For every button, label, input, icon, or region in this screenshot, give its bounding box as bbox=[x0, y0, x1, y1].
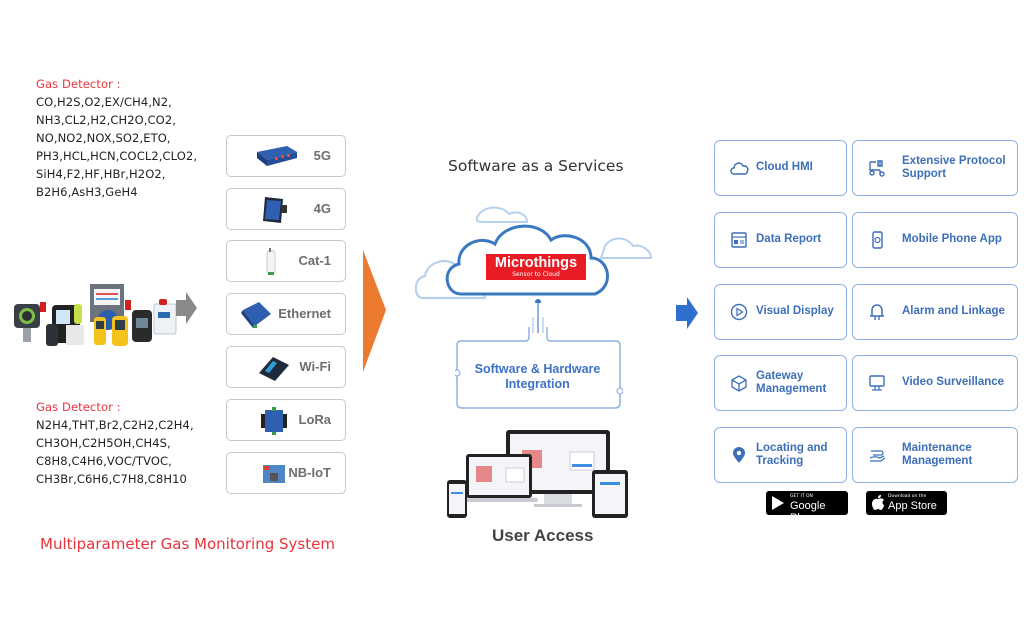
connectivity-label: 5G bbox=[313, 148, 331, 163]
gas-detector-title: Gas Detector : bbox=[36, 77, 121, 91]
gas-detector-title: Gas Detector : bbox=[36, 400, 121, 414]
gas-line: CO,H2S,O2,EX/CH4,N2, bbox=[36, 95, 172, 109]
blue-arrow-icon bbox=[676, 297, 698, 329]
cloud-icon bbox=[415, 206, 653, 303]
user-access-label: User Access bbox=[492, 526, 594, 545]
connectivity-label: Wi-Fi bbox=[299, 359, 331, 374]
google-play-text: Google Play bbox=[790, 500, 826, 524]
nbiot-module-icon bbox=[263, 465, 285, 483]
gas-line: PH3,HCL,HCN,COCL2,CLO2, bbox=[36, 149, 198, 163]
feature-alarm-linkage: Alarm and Linkage bbox=[852, 284, 1018, 340]
feature-data-report: Data Report bbox=[714, 212, 847, 268]
feature-label: Alarm and Linkage bbox=[902, 305, 1005, 317]
box-icon bbox=[731, 375, 747, 392]
hand-service-icon bbox=[869, 450, 886, 462]
monitor-icon bbox=[869, 375, 885, 391]
feature-video-surveillance: Video Surveillance bbox=[852, 355, 1018, 411]
orange-arrow-icon bbox=[363, 250, 386, 372]
connectivity-cat1: Cat-1 bbox=[226, 240, 346, 282]
google-play-icon bbox=[772, 496, 784, 510]
protocol-icon bbox=[869, 160, 885, 177]
connectivity-label: LoRa bbox=[298, 412, 332, 427]
gas-detector-list-1: Gas Detector : CO,H2S,O2,EX/CH4,N2, NH3,… bbox=[36, 75, 197, 201]
gas-line: N2H4,THT,Br2,C2H2,C2H4, bbox=[36, 418, 194, 432]
gas-detectors-image bbox=[14, 284, 177, 346]
app-store-small-text: Download on the bbox=[888, 494, 927, 499]
gas-line: SiH4,F2,HF,HBr,H2O2, bbox=[36, 167, 166, 181]
feature-label: Mobile Phone App bbox=[902, 233, 1002, 245]
gas-line: CH3OH,C2H5OH,CH4S, bbox=[36, 436, 171, 450]
connectivity-label: 4G bbox=[313, 201, 331, 216]
4g-gateway-icon bbox=[263, 197, 287, 223]
integration-connector bbox=[455, 303, 623, 409]
gas-line: NO,NO2,NOX,SO2,ETO, bbox=[36, 131, 171, 145]
lora-gateway-icon bbox=[261, 407, 287, 435]
feature-cloud-hmi: Cloud HMI bbox=[714, 140, 847, 196]
feature-label: Cloud HMI bbox=[756, 161, 813, 173]
connectivity-label: NB-IoT bbox=[288, 465, 331, 480]
saas-title: Software as a Services bbox=[448, 157, 624, 175]
play-circle-icon bbox=[730, 303, 748, 321]
app-store-badge[interactable]: Download on the App Store bbox=[866, 491, 947, 515]
google-play-small-text: GET IT ON bbox=[790, 494, 813, 499]
ethernet-gateway-icon bbox=[241, 302, 271, 328]
connectivity-lora: LoRa bbox=[226, 399, 346, 441]
mobile-phone-icon bbox=[872, 231, 883, 249]
gas-line: B2H6,AsH3,GeH4 bbox=[36, 185, 138, 199]
brand-tagline: Sensor to Cloud bbox=[512, 271, 560, 278]
devices-illustration bbox=[447, 430, 628, 518]
feature-label: Visual Display bbox=[756, 305, 834, 317]
report-icon bbox=[731, 232, 747, 248]
brand-name: Microthings bbox=[494, 255, 578, 271]
location-pin-icon bbox=[733, 447, 745, 463]
cloud-icon bbox=[730, 162, 749, 175]
microthings-logo: Microthings Sensor to Cloud bbox=[486, 254, 586, 280]
connectivity-5g: 5G bbox=[226, 135, 346, 177]
gas-line: NH3,CL2,H2,CH2O,CO2, bbox=[36, 113, 177, 127]
connectivity-wifi: Wi-Fi bbox=[226, 346, 346, 388]
connectivity-label: Cat-1 bbox=[298, 253, 331, 268]
gray-arrow-icon bbox=[176, 292, 197, 324]
connectivity-4g: 4G bbox=[226, 188, 346, 230]
google-play-badge[interactable]: GET IT ON Google Play bbox=[766, 491, 848, 524]
integration-line-1: Software & Hardware bbox=[474, 362, 601, 376]
connectivity-ethernet: Ethernet bbox=[226, 293, 346, 335]
wifi-gateway-icon bbox=[259, 357, 289, 381]
gas-line: CH3Br,C6H6,C7H8,C8H10 bbox=[36, 472, 187, 486]
feature-label: Data Report bbox=[756, 233, 822, 245]
connectivity-label: Ethernet bbox=[278, 306, 331, 321]
alarm-light-icon bbox=[870, 304, 884, 320]
gas-detector-list-2: Gas Detector : N2H4,THT,Br2,C2H2,C2H4, C… bbox=[36, 398, 194, 488]
feature-label: Video Surveillance bbox=[902, 376, 1005, 388]
cat1-dtu-icon bbox=[266, 248, 276, 275]
gas-line: C8H8,C4H6,VOC/TVOC, bbox=[36, 454, 172, 468]
connectivity-nbiot: NB-IoT bbox=[226, 452, 346, 494]
apple-icon bbox=[872, 495, 884, 510]
feature-mobile-app: Mobile Phone App bbox=[852, 212, 1018, 268]
integration-box: Software & Hardware Integration bbox=[455, 342, 620, 406]
system-title: Multiparameter Gas Monitoring System bbox=[40, 535, 335, 553]
integration-line-2: Integration bbox=[505, 377, 570, 391]
feature-visual-display: Visual Display bbox=[714, 284, 847, 340]
5g-gateway-icon bbox=[257, 146, 297, 166]
app-store-text: App Store bbox=[888, 500, 937, 512]
